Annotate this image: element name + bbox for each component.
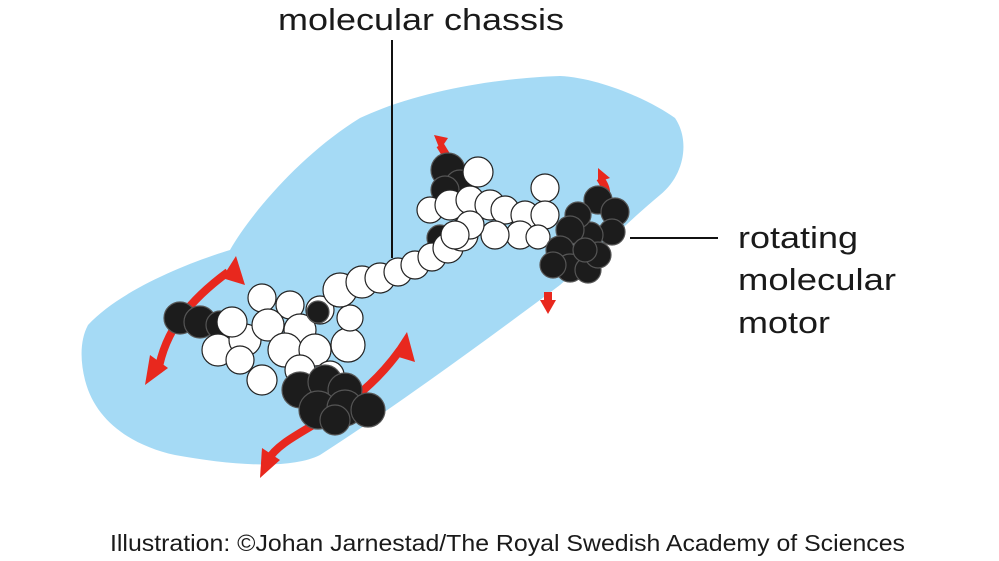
light-atom: [225, 345, 255, 375]
light-atom: [530, 173, 560, 203]
arrowhead-icon: [540, 300, 556, 314]
arrowhead-icon: [260, 448, 280, 478]
motor-label-line3: motor: [738, 305, 830, 340]
light-atom: [336, 304, 364, 332]
arrowhead-icon: [145, 355, 168, 385]
illustration-credit: Illustration: ©Johan Jarnestad/The Royal…: [110, 530, 905, 556]
dark-atom: [539, 251, 567, 279]
light-atom: [247, 283, 277, 313]
arrowhead-icon: [392, 332, 415, 362]
light-atom: [251, 308, 285, 342]
dark-atom: [306, 300, 330, 324]
light-atom: [246, 364, 278, 396]
light-atom: [525, 224, 551, 250]
arrowhead-icon: [434, 135, 448, 150]
light-atom: [480, 220, 510, 250]
light-atom: [462, 156, 494, 188]
light-atom: [440, 220, 470, 250]
motor-label-line2: molecular: [738, 262, 896, 297]
chassis-label: molecular chassis: [278, 2, 564, 37]
light-atom: [216, 306, 248, 338]
motor-label-line1: rotating: [738, 220, 858, 255]
arrowhead-icon: [598, 168, 610, 182]
dark-atom: [350, 392, 386, 428]
molecule-atoms: [163, 152, 630, 436]
dark-atom: [319, 404, 351, 436]
dark-atom: [572, 237, 598, 263]
light-atom: [330, 327, 366, 363]
arrowhead-icon: [222, 256, 245, 285]
